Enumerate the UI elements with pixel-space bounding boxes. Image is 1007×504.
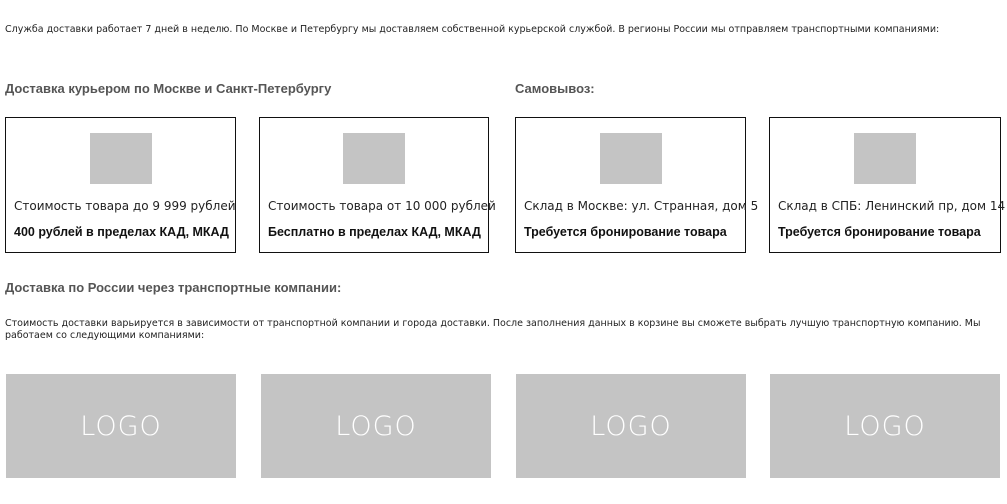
card-image-placeholder	[89, 133, 152, 184]
card-image-placeholder	[599, 133, 662, 184]
card-image-placeholder	[854, 133, 916, 184]
logo-placeholder-text: LOGO	[335, 410, 417, 442]
russia-delivery-heading: Доставка по России через транспортные ко…	[5, 280, 342, 295]
courier-delivery-heading: Доставка курьером по Москве и Санкт-Пете…	[5, 81, 332, 96]
card-price: Бесплатно в пределах КАД, МКАД	[268, 225, 481, 239]
card-price: 400 рублей в пределах КАД, МКАД	[14, 225, 229, 239]
card-warehouse-address: Склад в Москве: ул. Странная, дом 5	[524, 199, 759, 213]
pickup-card-moscow: Склад в Москве: ул. Странная, дом 5 Треб…	[515, 117, 758, 253]
card-condition: Стоимость товара до 9 999 рублей	[14, 199, 236, 213]
delivery-card-under-10000: Стоимость товара до 9 999 рублей 400 руб…	[5, 117, 236, 253]
logo-placeholder-text: LOGO	[590, 410, 672, 442]
delivery-card-over-10000: Стоимость товара от 10 000 рублей Беспла…	[259, 117, 496, 253]
card-note: Требуется бронирование товара	[524, 225, 727, 239]
card-image-placeholder	[343, 133, 405, 184]
card-warehouse-address: Склад в СПБ: Ленинский пр, дом 14	[778, 199, 1006, 213]
card-condition: Стоимость товара от 10 000 рублей	[268, 199, 496, 213]
russia-delivery-text: Стоимость доставки варьируется в зависим…	[5, 318, 981, 341]
carrier-logo-1: LOGO	[6, 374, 236, 478]
logo-placeholder-text: LOGO	[844, 410, 926, 442]
pickup-heading: Самовывоз:	[515, 81, 595, 96]
carrier-logo-2: LOGO	[261, 374, 491, 478]
card-note: Требуется бронирование товара	[778, 225, 981, 239]
intro-text: Служба доставки работает 7 дней в неделю…	[5, 24, 940, 35]
logo-placeholder-text: LOGO	[80, 410, 162, 442]
carrier-logo-3: LOGO	[516, 374, 746, 478]
pickup-card-spb: Склад в СПБ: Ленинский пр, дом 14 Требуе…	[769, 117, 1005, 253]
carrier-logo-4: LOGO	[770, 374, 1000, 478]
